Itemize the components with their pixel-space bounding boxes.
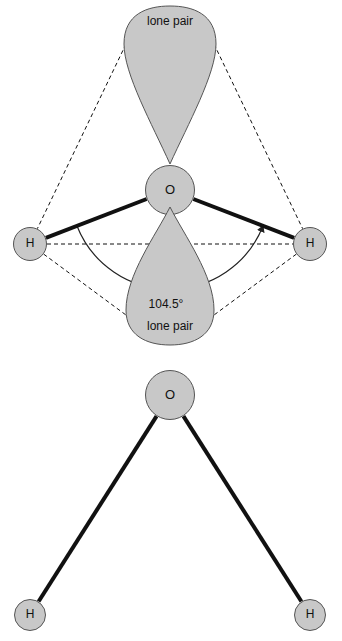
- lone-pair-label: lone pair: [147, 15, 193, 28]
- oxygen-atom: O: [145, 370, 195, 420]
- lobe-outline: [122, 4, 218, 166]
- lone-pair-label: lone pair: [147, 320, 193, 333]
- covalent-bond: [46, 199, 147, 238]
- atom-symbol: H: [26, 237, 35, 250]
- covalent-bond: [183, 416, 301, 601]
- lone-pair-lobe: lone pair: [122, 4, 218, 166]
- hydrogen-atom: H: [14, 599, 46, 631]
- atom-symbol: H: [26, 608, 35, 621]
- covalent-bond: [193, 199, 294, 238]
- atom-symbol: O: [165, 388, 175, 402]
- hydrogen-atom: H: [293, 227, 327, 261]
- hydrogen-atom: H: [294, 599, 326, 631]
- atom-symbol: O: [165, 183, 175, 197]
- tetrahedron-edge: [210, 254, 296, 318]
- hydrogen-atom: H: [13, 227, 47, 261]
- atom-symbol: H: [306, 237, 315, 250]
- tetrahedron-edge: [37, 44, 126, 229]
- covalent-bond: [39, 416, 157, 601]
- tetrahedron-edge: [214, 44, 303, 229]
- angle-label: 104.5°: [149, 298, 184, 311]
- tetrahedron-edge: [44, 254, 130, 318]
- lone-pair-lobe: lone pair: [124, 205, 216, 347]
- atom-symbol: H: [306, 608, 315, 621]
